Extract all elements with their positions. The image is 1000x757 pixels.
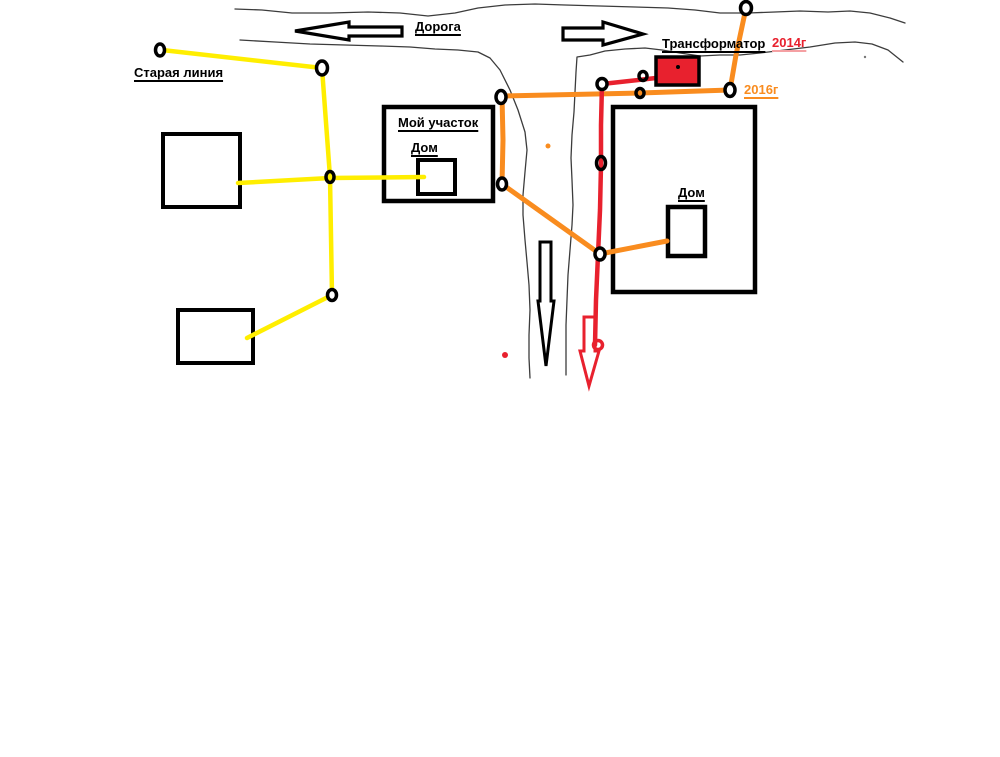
line-2016-span-4 (499, 181, 603, 257)
neighbor-house-outline (665, 204, 708, 259)
line-2016-span-5 (597, 238, 670, 257)
neighbor-house-label: Дом (678, 185, 705, 200)
line-2016-span-1 (727, 5, 749, 93)
stray-speck (863, 55, 867, 59)
orange-dot (545, 143, 551, 149)
line-2014-span-2 (592, 81, 605, 348)
old-line-span-4 (244, 292, 335, 341)
my-plot-label: Мой участок (398, 115, 479, 130)
year-2014-label: 2014г (772, 35, 807, 50)
building-left-top (161, 132, 242, 209)
pole-old-3 (325, 287, 339, 303)
driveway-arrow-down-icon (536, 240, 556, 367)
pole-2016-road (738, 0, 754, 17)
year-2016-label: 2016г (744, 82, 779, 97)
road-bottom-edge-left-and-driveway-left (239, 39, 531, 379)
pole-2016-mid (634, 86, 646, 100)
red-line-end-knot (591, 338, 605, 352)
my-house-label: Дом (411, 140, 438, 155)
pole-old-junction (324, 169, 336, 185)
pole-2014-house-edge (594, 154, 608, 172)
line-2016-span-2 (499, 87, 733, 99)
transformer-box (654, 55, 701, 87)
pole-2014-mid (637, 69, 649, 83)
road-arrow-left-icon (294, 20, 404, 42)
pole-2016-bottom (593, 246, 607, 262)
transformer-dot (676, 65, 680, 69)
pole-2016-right (723, 81, 737, 99)
road-arrow-right-icon (561, 19, 649, 48)
pole-2016-myplot (495, 176, 509, 192)
pole-old-1 (153, 42, 167, 58)
old-line-label: Старая линия (134, 65, 224, 80)
building-left-bottom (176, 308, 255, 365)
neighbor-plot-outline (610, 104, 758, 295)
red-dot (502, 352, 508, 358)
old-line-span-3 (235, 174, 427, 186)
transformer-label: Трансформатор (662, 36, 766, 51)
old-line-span-1 (159, 47, 325, 71)
pole-2014-top (595, 76, 609, 92)
pole-old-2 (314, 59, 330, 77)
pole-2016-corner (494, 88, 508, 106)
driveway-right-and-road-bottom-edge-right (565, 41, 904, 376)
line-2016-span-3 (499, 93, 506, 187)
road-top-edge (234, 3, 906, 24)
my-house-outline (416, 158, 457, 196)
road-label: Дорога (415, 19, 461, 34)
